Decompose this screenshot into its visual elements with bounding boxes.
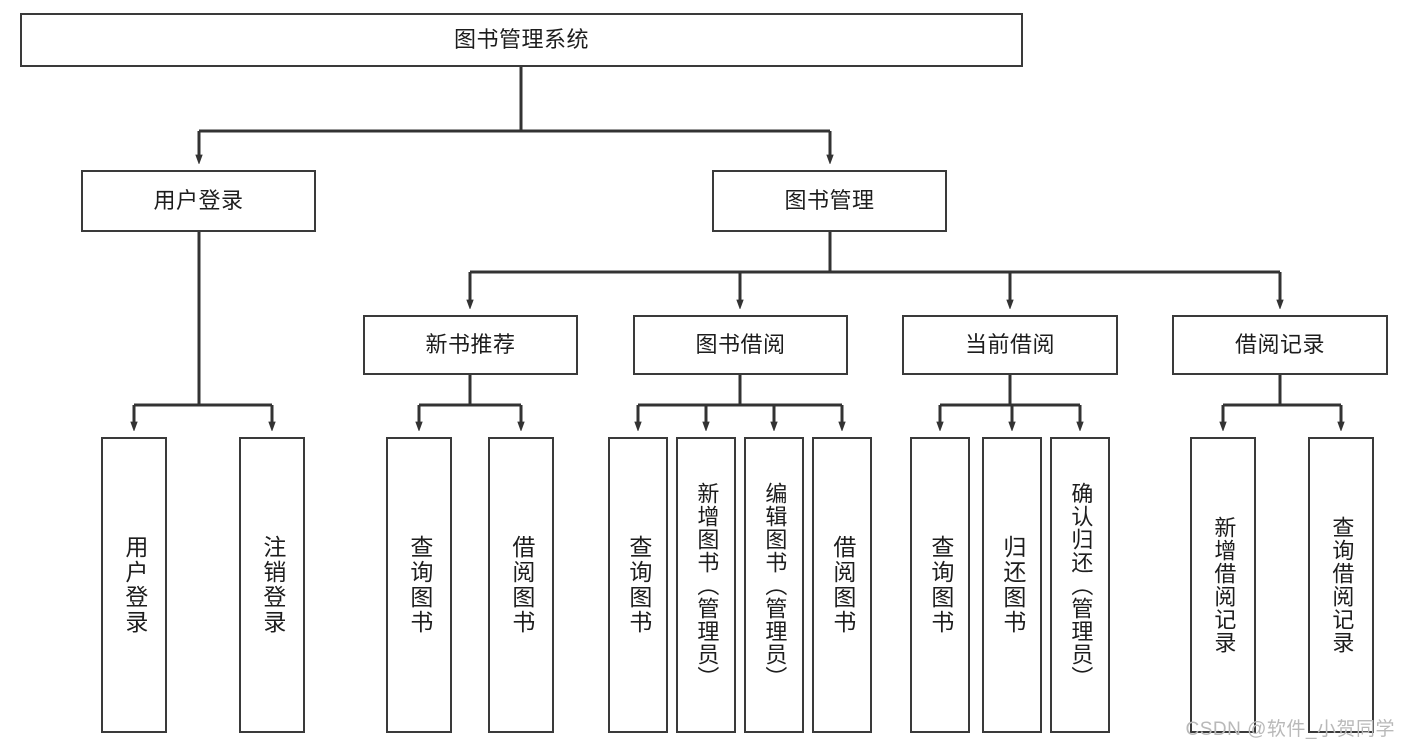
- node-level2-user-login-label: 用户登录: [153, 188, 244, 214]
- node-leaf-add-book-admin-label: 新增图书（管理员）: [694, 481, 720, 689]
- node-leaf-borrow-book-recommend-label: 借阅图书: [508, 535, 535, 635]
- node-leaf-search-book-current[interactable]: 查询图书: [910, 437, 970, 733]
- node-level3-new-book-recommend-label: 新书推荐: [425, 332, 516, 358]
- node-leaf-edit-book-admin-label: 编辑图书（管理员）: [762, 481, 788, 689]
- node-leaf-search-book-recommend-label: 查询图书: [406, 535, 433, 635]
- node-leaf-search-book-recommend[interactable]: 查询图书: [386, 437, 452, 733]
- node-leaf-return-book-label: 归还图书: [999, 535, 1026, 635]
- node-leaf-search-book-current-label: 查询图书: [927, 535, 954, 635]
- node-level3-book-borrow[interactable]: 图书借阅: [633, 315, 848, 375]
- node-root[interactable]: 图书管理系统: [20, 13, 1023, 67]
- node-leaf-search-book-borrow[interactable]: 查询图书: [608, 437, 668, 733]
- node-leaf-search-book-borrow-label: 查询图书: [625, 535, 652, 635]
- node-level3-current-borrow[interactable]: 当前借阅: [902, 315, 1118, 375]
- node-leaf-edit-book-admin[interactable]: 编辑图书（管理员）: [744, 437, 804, 733]
- node-leaf-add-borrow-record-label: 新增借阅记录: [1211, 516, 1237, 654]
- watermark-text: CSDN @软件_小贺同学: [1185, 719, 1395, 740]
- node-level2-user-login[interactable]: 用户登录: [81, 170, 316, 232]
- node-leaf-add-borrow-record[interactable]: 新增借阅记录: [1190, 437, 1256, 733]
- node-leaf-return-book[interactable]: 归还图书: [982, 437, 1042, 733]
- node-leaf-borrow-book-recommend[interactable]: 借阅图书: [488, 437, 554, 733]
- node-level3-borrow-records[interactable]: 借阅记录: [1172, 315, 1388, 375]
- node-leaf-confirm-return-admin[interactable]: 确认归还（管理员）: [1050, 437, 1110, 733]
- node-leaf-borrow-book-label: 借阅图书: [829, 535, 856, 635]
- node-root-label: 图书管理系统: [453, 27, 589, 53]
- node-level3-current-borrow-label: 当前借阅: [964, 332, 1055, 358]
- node-leaf-search-borrow-record-label: 查询借阅记录: [1329, 516, 1355, 654]
- node-leaf-logout-label: 注销登录: [259, 535, 286, 635]
- node-leaf-borrow-book[interactable]: 借阅图书: [812, 437, 872, 733]
- node-leaf-user-login[interactable]: 用户登录: [101, 437, 167, 733]
- node-level3-new-book-recommend[interactable]: 新书推荐: [363, 315, 578, 375]
- node-level2-book-management-label: 图书管理: [784, 188, 875, 214]
- node-leaf-search-borrow-record[interactable]: 查询借阅记录: [1308, 437, 1374, 733]
- node-level3-borrow-records-label: 借阅记录: [1234, 332, 1325, 358]
- node-level3-book-borrow-label: 图书借阅: [695, 332, 786, 358]
- node-leaf-confirm-return-admin-label: 确认归还（管理员）: [1068, 481, 1094, 689]
- node-leaf-user-login-label: 用户登录: [121, 535, 148, 635]
- node-level2-book-management[interactable]: 图书管理: [712, 170, 947, 232]
- node-leaf-add-book-admin[interactable]: 新增图书（管理员）: [676, 437, 736, 733]
- node-leaf-logout[interactable]: 注销登录: [239, 437, 305, 733]
